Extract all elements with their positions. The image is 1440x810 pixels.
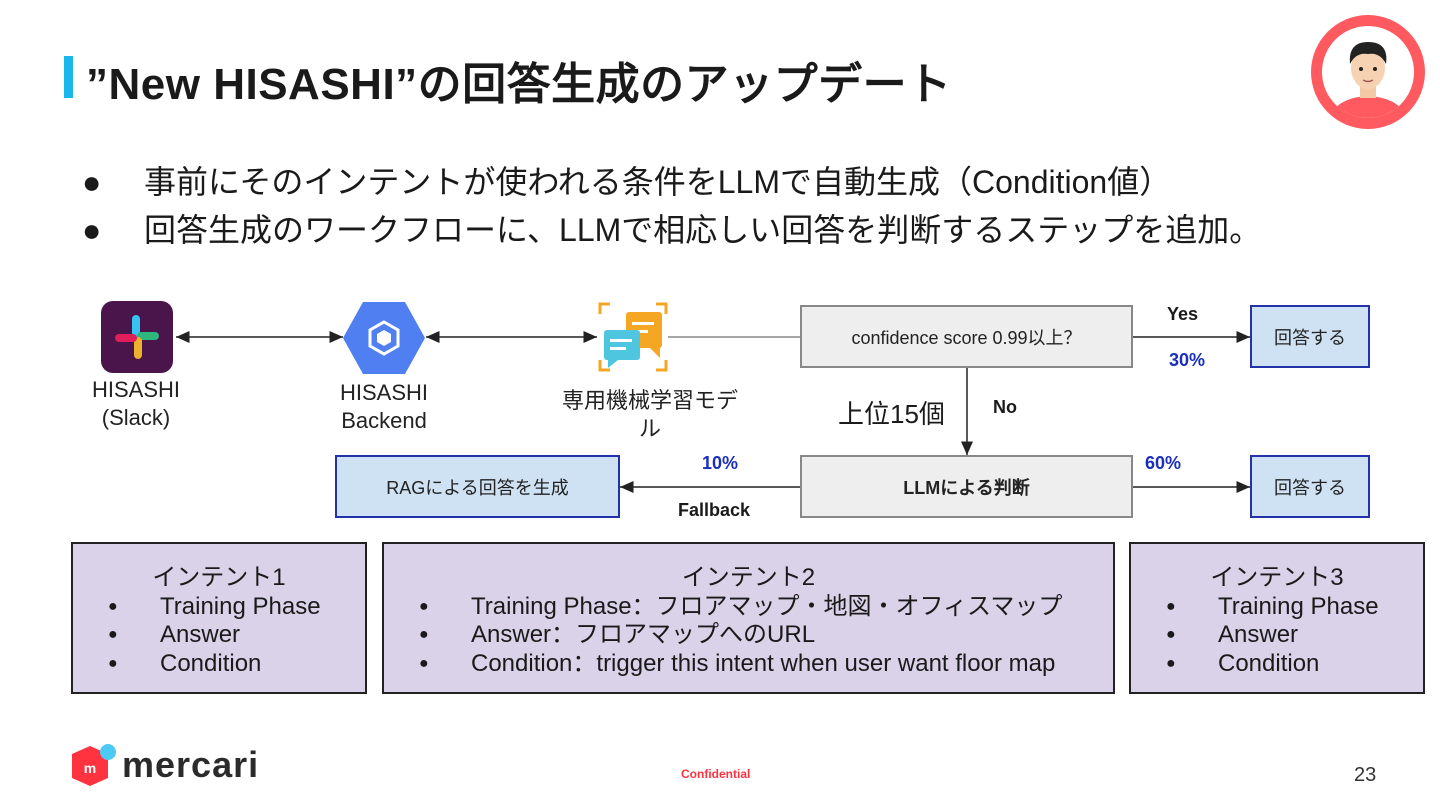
answer-node-top: 回答する <box>1250 305 1370 368</box>
intent-item-text: Condition <box>1218 649 1320 677</box>
bullet-symbol: ● <box>108 597 118 615</box>
intent-item: ● Training Phase：フロアマップ・地図・オフィスマップ <box>384 593 1113 622</box>
edge-label-fallback-percent: 10% <box>702 453 739 473</box>
bullet-symbol: ● <box>108 626 118 643</box>
intent-item: ● Answer <box>73 621 365 650</box>
intent-item-text: Answer：フロアマップへのURL <box>471 621 816 648</box>
avatar <box>1310 14 1426 130</box>
intent-item-text: Condition <box>160 649 262 677</box>
bullet-symbol: ● <box>1166 597 1176 615</box>
ml-model-label: 専用機械学習モデ ル <box>548 387 752 443</box>
page-title: ”New HISASHI”の回答生成のアップデート <box>86 60 952 109</box>
slack-label-line2: (Slack) <box>101 405 171 430</box>
intent-item: ● Answer：フロアマップへのURL <box>384 621 1113 650</box>
intent-item: ● Condition：trigger this intent when user… <box>384 650 1113 679</box>
bullet-symbol: ● <box>1166 626 1176 643</box>
intent-item-text: Answer <box>160 621 241 648</box>
ml-model-label-line1: 専用機械学習モデ <box>561 388 738 413</box>
page-number: 23 <box>1354 764 1377 786</box>
intent-title: インテント1 <box>152 564 286 591</box>
intent-title: インテント3 <box>1210 564 1344 591</box>
title-accent-bar <box>64 56 73 98</box>
confidential-label: Confidential <box>681 767 751 781</box>
intent-item-text: Training Phase <box>160 592 321 620</box>
intent-item-text: Answer <box>1218 621 1299 648</box>
intent-item-text: Training Phase <box>1218 592 1379 620</box>
intent-item: ● Training Phase <box>73 593 365 622</box>
bullet-text: 回答生成のワークフローに、LLMで相応しい回答を判断するステップを追加。 <box>144 212 1262 248</box>
intent-item-text: Condition：trigger this intent when user … <box>471 649 1056 677</box>
intent-card-3: インテント3 ● Training Phase ● Answer ● Conditio… <box>1129 542 1425 694</box>
bullet-symbol: ● <box>419 654 429 672</box>
bullet-symbol: ● <box>82 164 102 200</box>
cloud-hexagon-icon <box>343 302 425 374</box>
slack-label-line1: HISASHI <box>91 377 181 402</box>
edge-label-no: No <box>993 397 1017 417</box>
slack-node <box>101 301 173 373</box>
mercari-logo-icon: m <box>72 744 116 786</box>
bullet-symbol: ● <box>1166 654 1176 672</box>
ml-model-label-line2: ル <box>638 416 661 441</box>
bullet-list: ● 事前にそのインテントが使われる条件をLLMで自動生成（Condition値）… <box>82 158 1261 254</box>
intent-item-text: Training Phase：フロアマップ・地図・オフィスマップ <box>471 592 1063 620</box>
chat-bubbles-icon <box>598 302 668 372</box>
confidence-check-node: confidence score 0.99以上？ <box>800 305 1133 368</box>
answer-node-right: 回答する <box>1250 455 1370 518</box>
intent-card-1: インテント1 ● Training Phase ● Answer ● Conditio… <box>71 542 367 694</box>
intent-item: ● Answer <box>1131 621 1423 650</box>
intent-item: ● Condition <box>73 650 365 679</box>
intent-item: ● Condition <box>1131 650 1423 679</box>
bullet-text: 事前にそのインテントが使われる条件をLLMで自動生成（Condition値） <box>144 164 1172 200</box>
llm-judge-node: LLMによる判断 <box>800 455 1133 518</box>
mercari-logo: m mercari <box>70 742 259 788</box>
rag-node: RAGによる回答を生成 <box>335 455 620 518</box>
svg-text:m: m <box>84 760 96 776</box>
edge-label-yes-percent: 30% <box>1169 350 1206 370</box>
bullet-item: ● 事前にそのインテントが使われる条件をLLMで自動生成（Condition値） <box>82 158 1261 206</box>
edge-label-top15: 上位15個 <box>838 399 945 429</box>
intent-item: ● Training Phase <box>1131 593 1423 622</box>
bullet-symbol: ● <box>108 654 118 672</box>
bullet-symbol: ● <box>419 626 429 643</box>
bullet-symbol: ● <box>82 212 102 248</box>
bullet-item: ● 回答生成のワークフローに、LLMで相応しい回答を判断するステップを追加。 <box>82 206 1261 254</box>
ml-model-node <box>598 302 668 372</box>
backend-label: HISASHI Backend <box>314 379 454 435</box>
slack-label: HISASHI (Slack) <box>66 376 206 432</box>
edge-label-fallback: Fallback <box>678 500 751 520</box>
edge-label-llm-percent: 60% <box>1145 453 1182 473</box>
person-avatar-icon <box>1311 15 1425 129</box>
slack-icon <box>101 301 173 373</box>
intent-title: インテント2 <box>681 564 816 591</box>
backend-label-line2: Backend <box>341 408 427 433</box>
mercari-logo-text: mercari <box>122 744 260 785</box>
edge-label-yes: Yes <box>1167 304 1199 324</box>
backend-node <box>343 300 425 376</box>
backend-label-line1: HISASHI <box>339 380 429 405</box>
intent-card-2: インテント2 ● Training Phase：フロアマップ・地図・オフィスマップ… <box>382 542 1115 694</box>
bullet-symbol: ● <box>419 597 429 615</box>
